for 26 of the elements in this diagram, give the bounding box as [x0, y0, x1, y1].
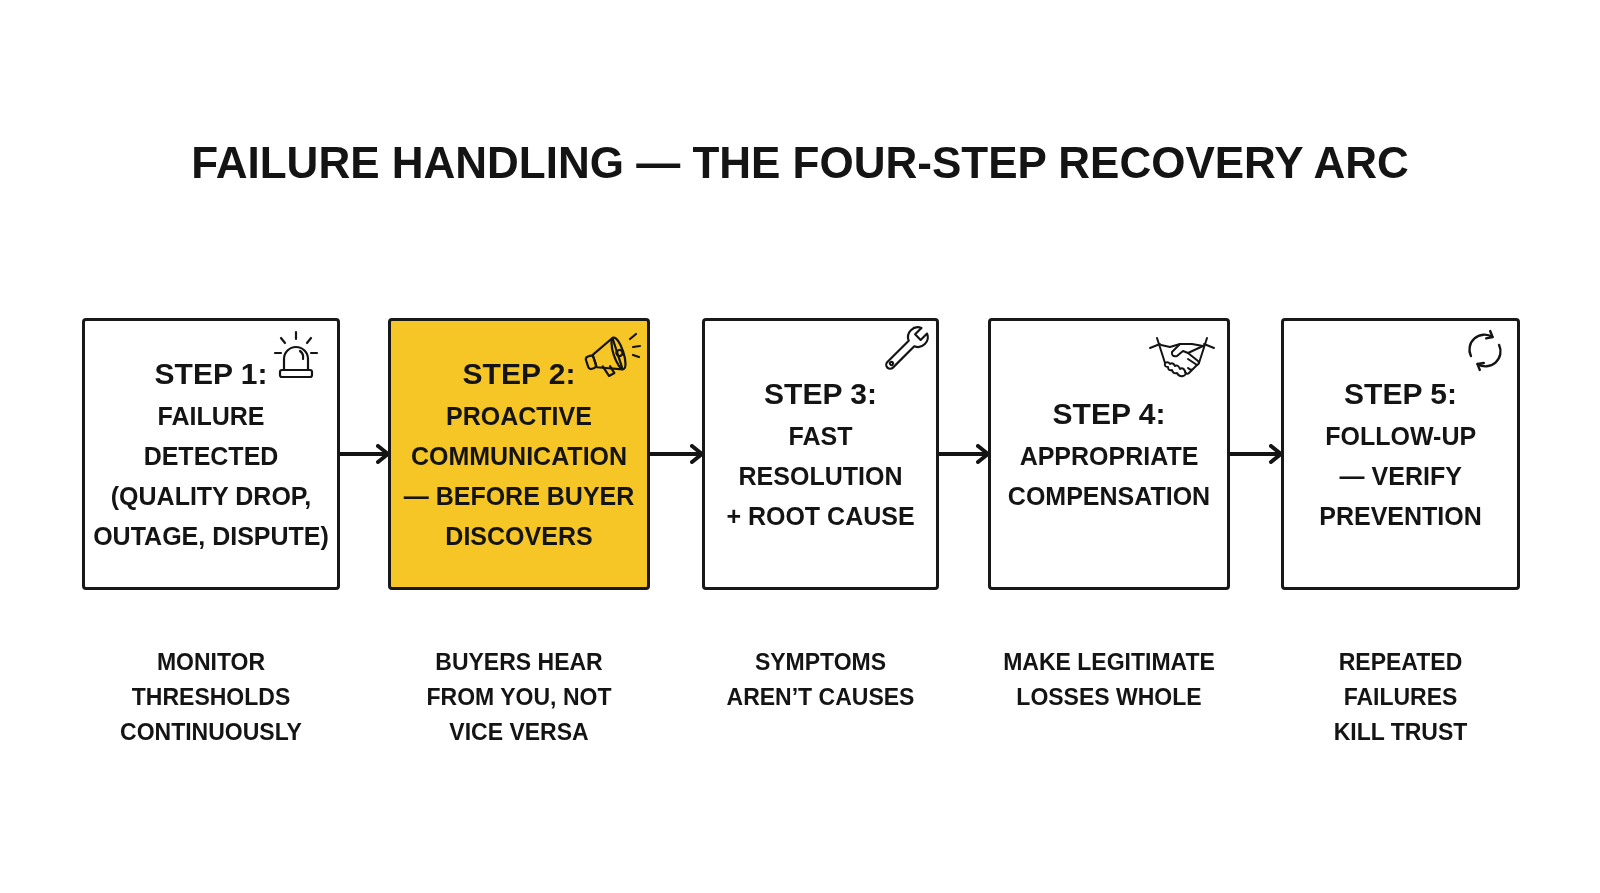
step-caption: MONITOR THRESHOLDS CONTINUOUSLY — [119, 648, 303, 747]
step-note: (QUALITY DROP, OUTAGE, DISPUTE) — [92, 481, 330, 552]
step-box — [702, 318, 939, 590]
step-title: FOLLOW-UP — VERIFY PREVENTION — [1318, 421, 1483, 532]
arrow — [650, 444, 704, 464]
step-title: APPROPRIATE COMPENSATION — [1006, 441, 1212, 512]
step-title: FAST RESOLUTION + ROOT CAUSE — [725, 421, 916, 532]
step-box — [988, 318, 1230, 590]
arrow — [1230, 444, 1283, 464]
arrow — [939, 444, 990, 464]
step-heading: STEP 2: — [462, 356, 576, 392]
step-box — [82, 318, 340, 590]
step-heading: STEP 3: — [764, 376, 877, 412]
step-caption: REPEATED FAILURES KILL TRUST — [1332, 648, 1469, 747]
step-box — [1281, 318, 1520, 590]
step-title: PROACTIVE COMMUNICATION — BEFORE BUYER DISCOVERS — [402, 401, 636, 552]
step-heading: STEP 5: — [1344, 376, 1457, 412]
step-caption: SYMPTOMS AREN’T CAUSES — [725, 648, 916, 712]
step-caption: MAKE LEGITIMATE LOSSES WHOLE — [1002, 648, 1216, 712]
arrow — [340, 444, 390, 464]
diagram-title: FAILURE HANDLING — THE FOUR-STEP RECOVERY ARC — [191, 137, 1409, 189]
step-heading: STEP 4: — [1052, 396, 1166, 432]
step-box — [388, 318, 650, 590]
step-heading: STEP 1: — [154, 356, 268, 392]
step-title: FAILURE DETECTED — [142, 401, 280, 472]
step-caption: BUYERS HEAR FROM YOU, NOT VICE VERSA — [425, 648, 613, 747]
